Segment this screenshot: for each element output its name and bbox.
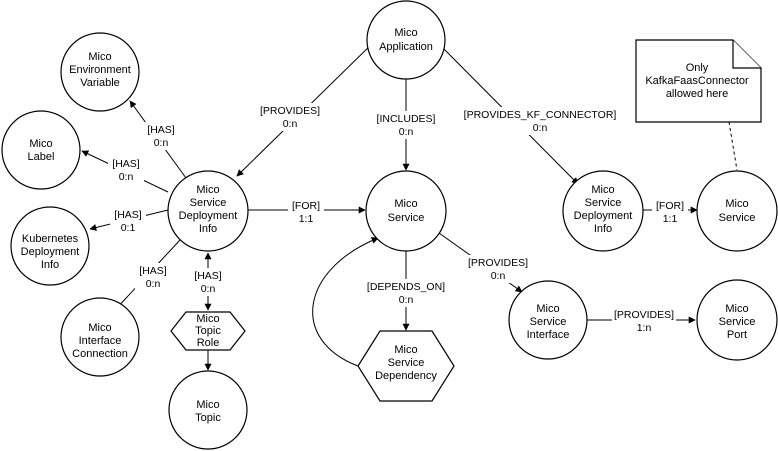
svg-text:[PROVIDES]0:n: [PROVIDES]0:n (468, 257, 528, 282)
node-application[interactable] (366, 0, 446, 80)
node-service-interface[interactable] (508, 280, 588, 360)
node-label[interactable] (1, 110, 81, 190)
svg-text:[INCLUDES]0:n: [INCLUDES]0:n (377, 113, 436, 138)
label-includes: [INCLUDES]0:n (374, 111, 438, 139)
node-interface-connection[interactable] (60, 297, 140, 377)
svg-text:[HAS]0:n: [HAS]0:n (147, 124, 175, 149)
node-service-dependency[interactable] (357, 330, 455, 402)
svg-text:[PROVIDES_KF_CONNECTOR]0:n: [PROVIDES_KF_CONNECTOR]0:n (464, 109, 617, 134)
label-for-kf: [FOR]1:1 (652, 198, 688, 226)
label-provides-port: [PROVIDES]1:n (612, 307, 676, 335)
node-topic[interactable] (168, 370, 248, 450)
node-service-main[interactable] (365, 170, 447, 252)
svg-text:[HAS]0:n: [HAS]0:n (194, 270, 222, 295)
node-k8s-info[interactable] (10, 206, 90, 286)
label-for-main: [FOR]1:1 (288, 198, 324, 226)
label-has-ic: [HAS]0:n (135, 263, 171, 291)
svg-text:[HAS]0:n: [HAS]0:n (139, 265, 167, 290)
svg-text:[FOR]1:1: [FOR]1:1 (656, 200, 684, 225)
label-depends-on: [DEPENDS_ON]0:n (364, 279, 448, 307)
svg-text:[HAS]0:n: [HAS]0:n (112, 158, 140, 183)
svg-text:[FOR]1:1: [FOR]1:1 (292, 200, 320, 225)
node-service-port[interactable] (696, 279, 778, 361)
label-provides-sdi: [PROVIDES]0:n (260, 103, 320, 131)
svg-text:[DEPENDS_ON]0:n: [DEPENDS_ON]0:n (367, 281, 445, 306)
label-has-label: [HAS]0:n (108, 156, 144, 184)
node-service-kf[interactable] (696, 170, 778, 252)
node-env-var[interactable] (60, 32, 140, 112)
svg-text:[PROVIDES]0:n: [PROVIDES]0:n (260, 105, 320, 130)
svg-text:[HAS]0:1: [HAS]0:1 (114, 209, 142, 234)
edge-dependency-back (312, 237, 379, 367)
node-topic-role[interactable] (170, 311, 246, 351)
node-sdi-main[interactable] (167, 170, 249, 252)
edge-labels: [PROVIDES]0:n [INCLUDES]0:n [PROVIDES_KF… (108, 103, 688, 335)
note-card (635, 39, 762, 123)
svg-text:[PROVIDES]1:n: [PROVIDES]1:n (614, 309, 674, 334)
edge-note-link (728, 121, 738, 171)
label-provides-kf: [PROVIDES_KF_CONNECTOR]0:n (459, 107, 621, 135)
node-sdi-kf[interactable] (562, 170, 644, 252)
label-has-env: [HAS]0:n (143, 122, 179, 150)
label-has-k8s: [HAS]0:1 (110, 207, 146, 235)
label-has-topic: [HAS]0:n (190, 268, 226, 296)
label-provides-si: [PROVIDES]0:n (466, 255, 530, 283)
